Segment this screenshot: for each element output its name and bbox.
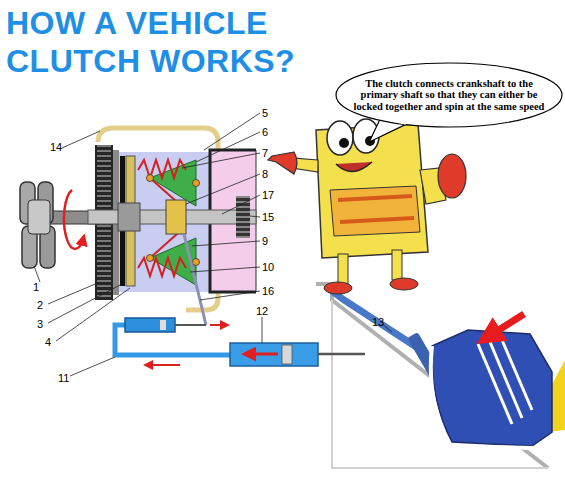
- crank-pin: [28, 200, 50, 234]
- flow-arrow: [145, 364, 180, 366]
- master-piston: [282, 345, 292, 364]
- callout-number: 13: [372, 316, 384, 328]
- release-fork: [184, 234, 206, 325]
- bubble-outline: [336, 63, 562, 127]
- shoe-stripe: [502, 340, 532, 410]
- callout-number: 9: [262, 235, 268, 247]
- callout-number: 5: [262, 107, 268, 119]
- release-bearing: [166, 200, 186, 234]
- callout-number: 8: [262, 168, 268, 180]
- callout-number: 3: [37, 318, 43, 330]
- gear-teeth: [236, 196, 250, 238]
- leader-line: [186, 174, 260, 204]
- character-leg: [338, 254, 348, 284]
- bubble-text: The clutch connects crankshaft to the pr…: [353, 78, 545, 113]
- character-eye: [327, 121, 353, 155]
- pivot-point: [147, 175, 154, 182]
- callout-number: 14: [50, 141, 62, 153]
- raised-hand: [438, 154, 466, 198]
- rotation-arrow: [64, 190, 84, 249]
- bubble-tail-join: [383, 118, 406, 123]
- leader-line: [34, 266, 40, 282]
- vest-stripe: [338, 196, 412, 200]
- node-text-group: The clutch connects crankshaft to the pr…: [335, 62, 563, 128]
- callout-number: 4: [45, 336, 51, 348]
- callout-number: 11: [58, 372, 69, 384]
- flow-arrow: [244, 353, 278, 356]
- disc-hub: [118, 203, 140, 231]
- leader-line: [200, 291, 260, 300]
- push-arrow: [486, 314, 524, 338]
- master-cylinder: [230, 343, 318, 366]
- clutch-pedal-arm: [328, 288, 424, 352]
- clutch-spring: [138, 160, 186, 178]
- callout-number: 6: [262, 126, 268, 138]
- gear: [236, 196, 250, 238]
- character-leg: [392, 250, 402, 280]
- leader-line: [56, 288, 130, 341]
- leader-line: [190, 267, 260, 272]
- leader-line: [62, 131, 100, 148]
- speech-bubble: The clutch connects crankshaft to the pr…: [335, 62, 563, 128]
- leader-line: [192, 241, 260, 246]
- pedal-pushrod: [318, 353, 365, 356]
- callout-number: 1: [33, 281, 39, 293]
- leader-line: [182, 153, 260, 168]
- leader-line: [48, 282, 100, 304]
- leader-line: [204, 113, 260, 150]
- leader-line: [250, 216, 260, 217]
- shoe-sole: [431, 346, 534, 448]
- character-foot: [390, 278, 418, 290]
- pivot-point: [193, 180, 200, 187]
- leader-line: [222, 195, 260, 214]
- character-mouth: [336, 162, 372, 172]
- pushrod: [175, 324, 206, 326]
- leader-line: [196, 132, 260, 162]
- diagram-title: HOW A VEHICLE CLUTCH WORKS?: [6, 4, 341, 80]
- character-vest: [330, 186, 420, 236]
- callout-number: 2: [37, 299, 43, 311]
- shoe: [432, 330, 552, 446]
- character-foot: [324, 282, 352, 294]
- leader-line: [262, 317, 263, 343]
- character-pupil: [339, 138, 349, 148]
- callout-number: 7: [262, 147, 268, 159]
- pointing-hand: [268, 152, 297, 174]
- slave-cylinder: [125, 318, 175, 332]
- flow-arrow: [210, 324, 228, 326]
- vest-stripe: [340, 218, 414, 222]
- slave-piston: [160, 320, 166, 330]
- shoe-stripe: [490, 342, 522, 418]
- clutch-spring: [138, 258, 186, 276]
- callout-number: 12: [256, 305, 268, 317]
- leader-line: [48, 284, 122, 323]
- callout-number: 17: [262, 189, 274, 201]
- leader-line: [70, 357, 115, 376]
- pivot-point: [147, 255, 154, 262]
- pivot-point: [193, 259, 200, 266]
- callout-number: 10: [262, 261, 274, 273]
- callout-number: 16: [262, 285, 274, 297]
- callout-number: 15: [262, 211, 274, 223]
